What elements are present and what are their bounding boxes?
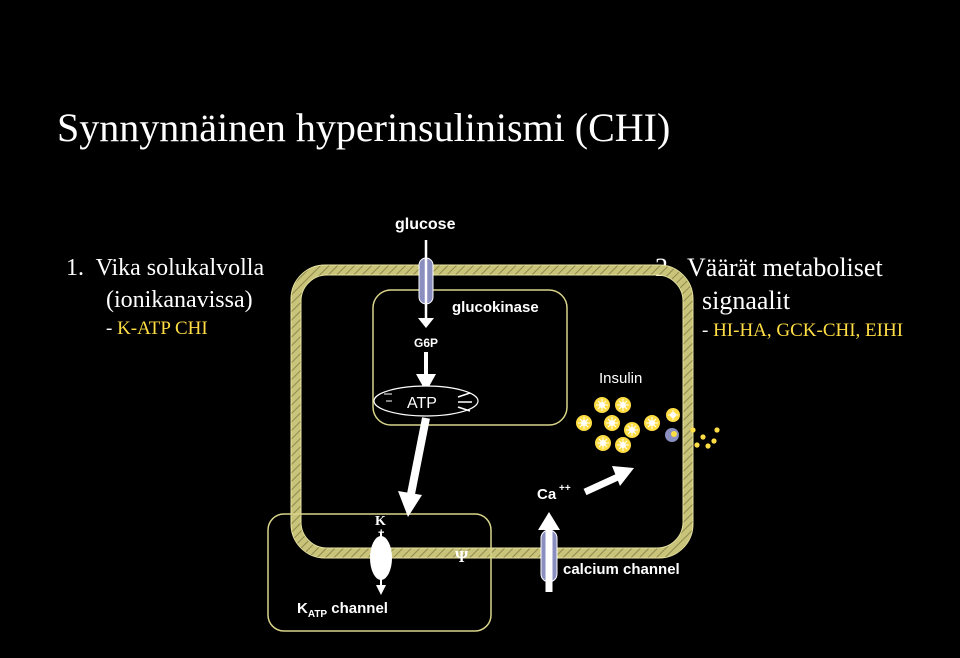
insulin-granule-icon	[594, 397, 610, 413]
atp-ray-icon	[457, 392, 472, 412]
insulin-granule-icon	[644, 415, 660, 431]
right-subitem-dash: -	[702, 320, 714, 341]
left-item-line2: (ionikanavissa)	[106, 287, 253, 313]
k-ion-charge: +	[378, 527, 384, 539]
katp-channel-box	[267, 513, 492, 632]
left-item-line1: 1. Vika solukalvolla	[66, 255, 265, 281]
released-insulin-dot	[694, 442, 700, 448]
metabolism-compartment	[372, 289, 568, 426]
calcium-channel-icon	[538, 512, 560, 592]
insulin-granule-icon	[624, 422, 640, 438]
ca-ion-charge: ++	[559, 483, 571, 494]
atp-to-katp-arrow-icon	[398, 417, 430, 517]
right-subitem-value: HI-HA, GCK-CHI, EIHI	[713, 320, 904, 341]
insulin-granule-icon	[615, 437, 631, 453]
katp-caption-sub: ATP	[308, 609, 328, 620]
left-subitem-value: K-ATP CHI	[117, 318, 208, 339]
left-subitem-dash: -	[106, 318, 118, 339]
released-insulin-dot	[711, 438, 717, 444]
membrane-potential-label: Ψ	[455, 547, 469, 566]
insulin-granules	[576, 397, 720, 453]
insulin-granule-icon	[595, 435, 611, 451]
right-item-line2: signaalit	[702, 286, 791, 315]
g6p-label: G6P	[414, 336, 438, 350]
insulin-granule-icon	[615, 397, 631, 413]
insulin-granule-icon	[576, 415, 592, 431]
ca-to-insulin-arrow-icon	[583, 466, 634, 496]
glucokinase-label: glucokinase	[452, 299, 539, 316]
released-insulin-dot	[700, 434, 706, 440]
released-insulin-dot	[714, 427, 720, 433]
glucose-label: glucose	[395, 216, 456, 233]
released-insulin-dot	[690, 427, 696, 433]
calcium-channel-label: calcium channel	[563, 561, 680, 578]
slide-title: Synnynnäinen hyperinsulinismi (CHI)	[57, 105, 671, 150]
atp-label: ATP	[407, 395, 437, 412]
atp-ellipse	[373, 385, 479, 417]
insulin-granule-icon	[604, 415, 620, 431]
insulin-granule-icon	[666, 408, 680, 422]
glucose-transporter-icon	[418, 240, 434, 328]
katp-caption-k: K	[297, 600, 308, 617]
right-item-line1: 2. Väärät metaboliset	[655, 253, 883, 282]
right-bullet-list: 2. Väärät metaboliset signaalit - HI-HA,…	[655, 251, 903, 345]
metabolism-arrow-icon	[416, 352, 436, 392]
atp-tick-icon	[384, 393, 392, 402]
left-subitem: - K-ATP CHI	[66, 316, 264, 342]
left-bullet-list: 1. Vika solukalvolla (ionikanavissa) - K…	[66, 252, 264, 342]
k-ion-label: K	[375, 514, 386, 529]
insulin-label: Insulin	[599, 370, 642, 387]
katp-caption: KATP channel	[297, 600, 388, 620]
katp-channel-icon	[370, 532, 392, 595]
right-subitem: - HI-HA, GCK-CHI, EIHI	[655, 317, 903, 345]
exocytosis-granule-icon	[665, 428, 679, 442]
cell-membrane	[291, 265, 693, 558]
ca-ion-label: Ca	[537, 486, 557, 503]
released-insulin-dot	[705, 443, 711, 449]
katp-caption-rest: channel	[327, 600, 388, 617]
